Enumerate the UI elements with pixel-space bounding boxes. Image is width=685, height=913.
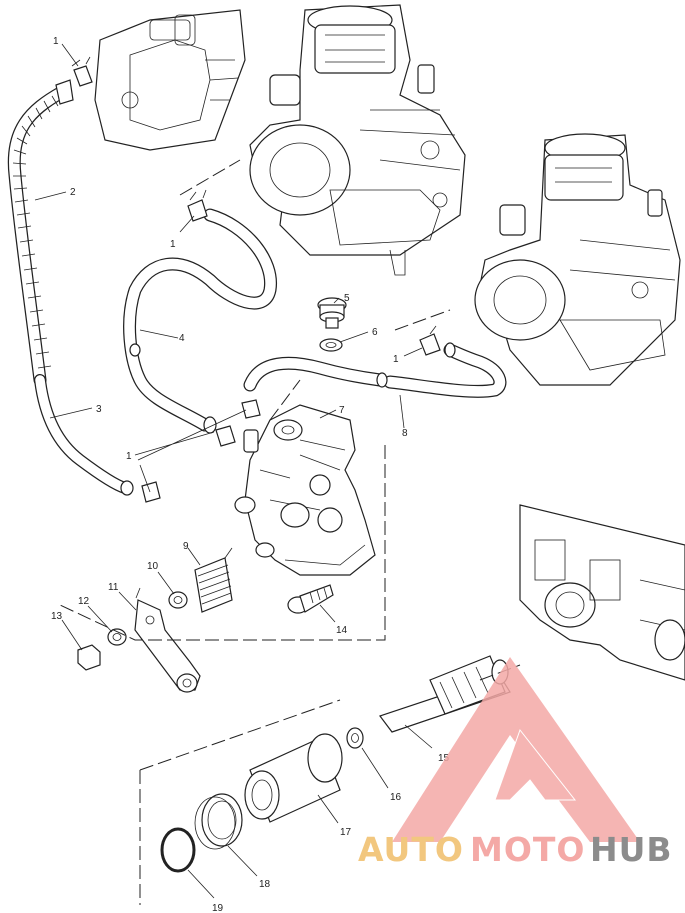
dashed-group-outline-pump xyxy=(59,445,386,641)
callout-7: 7 xyxy=(339,405,345,416)
callout-17: 17 xyxy=(340,827,352,838)
callout-11: 11 xyxy=(108,582,119,593)
watermark-text-auto: AUTO xyxy=(358,830,464,869)
callout-4: 4 xyxy=(179,333,185,344)
callout-19: 19 xyxy=(212,903,224,913)
oil-pump-7 xyxy=(234,404,376,576)
callout-14: 14 xyxy=(336,625,348,636)
hose-clamp-1-pump-a xyxy=(241,399,261,419)
dashed-group-outline-shaft xyxy=(139,664,521,905)
callout-3: 3 xyxy=(96,404,102,415)
watermark-text: AUTO MOTO HUB xyxy=(358,830,673,869)
dashed-group-outline-carb xyxy=(179,159,451,421)
hose-4 xyxy=(123,208,278,434)
hose-clamp-1-top xyxy=(71,56,93,87)
oil-seal-18 xyxy=(194,793,243,850)
watermark-text-hub: HUB xyxy=(590,830,673,869)
engine-block-top-left xyxy=(94,9,246,151)
callout-10: 10 xyxy=(147,561,159,572)
callout-15: 15 xyxy=(438,753,450,764)
callout-5: 5 xyxy=(344,293,350,304)
callout-9: 9 xyxy=(183,541,189,552)
callout-1-pump: 1 xyxy=(126,451,132,462)
callout-2: 2 xyxy=(70,187,76,198)
washer-6 xyxy=(319,338,343,352)
watermark-logo xyxy=(392,657,640,842)
carburetor-right xyxy=(474,133,681,386)
hose-clamp-1-pump-c xyxy=(141,481,161,503)
crankcase-bottom-right xyxy=(519,504,685,681)
callout-16: 16 xyxy=(390,792,402,803)
callout-1-top: 1 xyxy=(53,36,59,47)
watermark-text-moto: MOTO xyxy=(470,830,585,869)
callout-6: 6 xyxy=(372,327,378,338)
washer-12 xyxy=(107,628,127,646)
sleeve-17 xyxy=(244,733,343,823)
leader-lines xyxy=(34,43,433,899)
hose-clamp-1-pump-b xyxy=(215,425,236,447)
carburetor-left xyxy=(249,4,466,276)
hose-3 xyxy=(34,374,134,496)
bolt-5 xyxy=(317,297,347,329)
nut-13 xyxy=(77,644,101,671)
o-ring-19 xyxy=(160,827,196,873)
spring-9 xyxy=(194,547,233,613)
callout-8: 8 xyxy=(402,428,408,439)
washer-16 xyxy=(346,727,364,749)
callout-12: 12 xyxy=(78,596,90,607)
washer-10 xyxy=(168,591,188,609)
callout-18: 18 xyxy=(259,879,271,890)
bolt-14 xyxy=(287,584,334,614)
hose-corrugated-2 xyxy=(7,79,74,387)
pump-drive-shaft-15 xyxy=(379,655,511,733)
watermark-triangle-icon xyxy=(392,657,640,842)
hose-clamp-1-right xyxy=(419,325,441,356)
hose-8 xyxy=(243,342,507,398)
watermark-triangle-inner-icon xyxy=(494,728,577,801)
callout-1-center: 1 xyxy=(170,239,176,250)
callout-1-right: 1 xyxy=(393,354,399,365)
hose-clamp-1-center xyxy=(187,189,208,222)
callout-13: 13 xyxy=(51,611,63,622)
